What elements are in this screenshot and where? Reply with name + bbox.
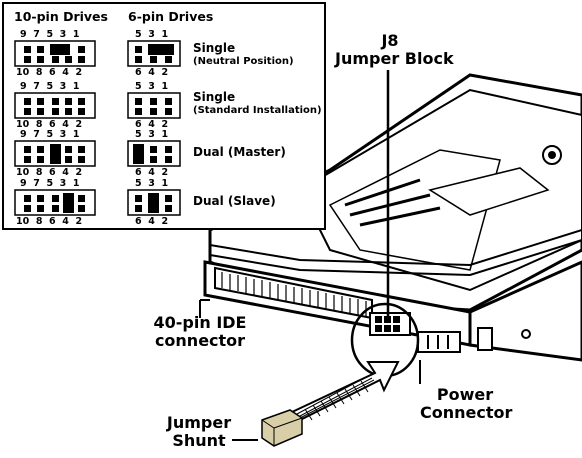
six-pin-grid-neutral <box>127 40 181 67</box>
six-pin-header: 6-pin Drives <box>128 9 214 24</box>
ide-callout-line2: connector <box>154 331 246 350</box>
ide-callout-line1: 40-pin IDE <box>153 313 247 332</box>
jumper-shunt-callout: Jumper Shunt <box>164 414 234 450</box>
six-pin-bottom-numbers: 6 4 2 <box>135 167 169 178</box>
label-print <box>344 178 441 227</box>
drive-side-lines <box>209 229 582 277</box>
j8-callout-line1: J8 <box>381 31 399 50</box>
mounting-bracket <box>477 327 493 351</box>
ten-pin-top-numbers: 9 7 5 3 1 <box>20 29 80 40</box>
ten-pin-grid-standard <box>14 92 96 119</box>
shunt-callout-line1: Jumper <box>166 413 232 432</box>
drive-label <box>328 149 501 271</box>
jumper-shunt-graphic <box>261 409 303 447</box>
six-pin-top-numbers: 5 3 1 <box>135 129 169 140</box>
six-pin-bottom-numbers: 6 4 2 <box>135 216 169 227</box>
six-pin-top-numbers: 5 3 1 <box>135 29 169 40</box>
ten-pin-grid-slave <box>14 189 96 216</box>
ten-pin-top-numbers: 9 7 5 3 1 <box>20 129 80 140</box>
config-label-standard: Single (Standard Installation) <box>193 91 322 117</box>
config-subtitle: (Neutral Position) <box>193 56 294 67</box>
ten-pin-grid-master <box>14 140 96 167</box>
power-connector <box>417 331 461 353</box>
six-pin-top-numbers: 5 3 1 <box>135 178 169 189</box>
ten-pin-top-numbers: 9 7 5 3 1 <box>20 81 80 92</box>
six-pin-bottom-numbers: 6 4 2 <box>135 119 169 130</box>
ten-pin-header: 10-pin Drives <box>14 9 108 24</box>
insert-arrow <box>290 361 400 422</box>
label-inner-box <box>428 167 550 216</box>
ten-pin-bottom-numbers: 10 8 6 4 2 <box>16 167 83 178</box>
config-label-master: Dual (Master) <box>193 145 286 159</box>
j8-callout-line2: Jumper Block <box>335 49 454 68</box>
power-callout-line1: Power <box>436 385 494 404</box>
ten-pin-top-numbers: 9 7 5 3 1 <box>20 178 80 189</box>
power-connector-callout: Power Connector <box>420 385 513 422</box>
config-label-neutral: Single (Neutral Position) <box>193 42 294 68</box>
j8-jumper-block <box>369 312 411 336</box>
six-pin-bottom-numbers: 6 4 2 <box>135 67 169 78</box>
ten-pin-grid-neutral <box>14 40 96 67</box>
six-pin-top-numbers: 5 3 1 <box>135 81 169 92</box>
ten-pin-bottom-numbers: 10 8 6 4 2 <box>16 119 83 130</box>
ten-pin-bottom-numbers: 10 8 6 4 2 <box>16 67 83 78</box>
config-label-slave: Dual (Slave) <box>193 194 276 208</box>
power-callout-line2: Connector <box>420 403 513 422</box>
j8-callout: J8 Jumper Block <box>335 31 454 68</box>
jumper-grids <box>14 40 181 216</box>
six-pin-grid-standard <box>127 92 181 119</box>
config-subtitle: (Standard Installation) <box>193 105 322 116</box>
ide-connector-callout: 40-pin IDE connector <box>150 314 250 350</box>
six-pin-grid-slave <box>127 189 181 216</box>
shunt-callout-line2: Shunt <box>172 431 226 450</box>
config-title: Single <box>193 90 236 104</box>
six-pin-grid-master <box>127 140 181 167</box>
ten-pin-bottom-numbers: 10 8 6 4 2 <box>16 216 83 227</box>
config-title: Single <box>193 41 236 55</box>
